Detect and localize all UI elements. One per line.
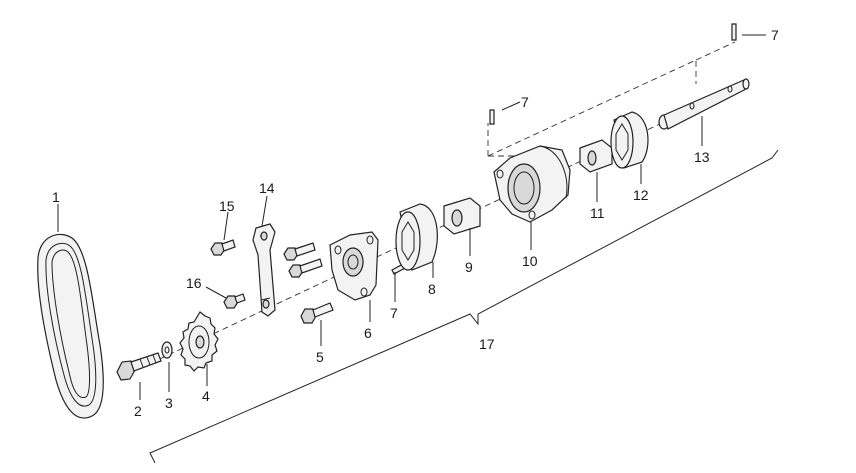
inner-rotor	[443, 197, 481, 235]
cover-bolts	[283, 242, 334, 324]
callout-1: 1	[52, 189, 60, 205]
pin-routing-line	[487, 41, 736, 157]
oil-pump-sprocket	[179, 311, 219, 372]
leader-lines	[57, 34, 766, 400]
callout-12: 12	[633, 187, 649, 203]
callout-15: 15	[219, 198, 235, 214]
timing-chain	[37, 233, 104, 419]
pump-cover	[329, 231, 379, 301]
callout-3: 3	[165, 395, 173, 411]
assembly-axis-line	[131, 83, 746, 373]
callout-7-top-right: 7	[771, 27, 779, 43]
dowel-pin-upper	[489, 109, 495, 125]
callout-16: 16	[186, 275, 202, 291]
callout-17: 17	[479, 336, 495, 352]
guide-bolt	[223, 293, 246, 309]
callout-4: 4	[202, 388, 210, 404]
pump-housing	[493, 145, 571, 223]
bracket-bolt	[210, 239, 236, 256]
callout-9: 9	[465, 259, 473, 275]
sprocket-bolt	[116, 352, 162, 381]
callout-8: 8	[428, 281, 436, 297]
dowel-pin-top-right	[731, 23, 737, 41]
pump-shaft	[658, 78, 750, 130]
outer-rotor	[395, 203, 438, 271]
callout-14: 14	[259, 180, 275, 196]
callout-7-upper: 7	[521, 94, 529, 110]
callout-7-middle: 7	[390, 305, 398, 321]
callout-11: 11	[590, 205, 605, 221]
scavenge-inner-rotor	[579, 139, 613, 173]
callout-5: 5	[316, 349, 324, 365]
scavenge-outer-rotor	[610, 111, 649, 169]
assembly-bracket	[149, 149, 779, 464]
callout-2: 2	[134, 403, 142, 419]
chain-guide	[252, 223, 276, 317]
callout-13: 13	[694, 149, 710, 165]
washer	[161, 341, 173, 359]
callout-6: 6	[364, 325, 372, 341]
callout-10: 10	[522, 253, 538, 269]
